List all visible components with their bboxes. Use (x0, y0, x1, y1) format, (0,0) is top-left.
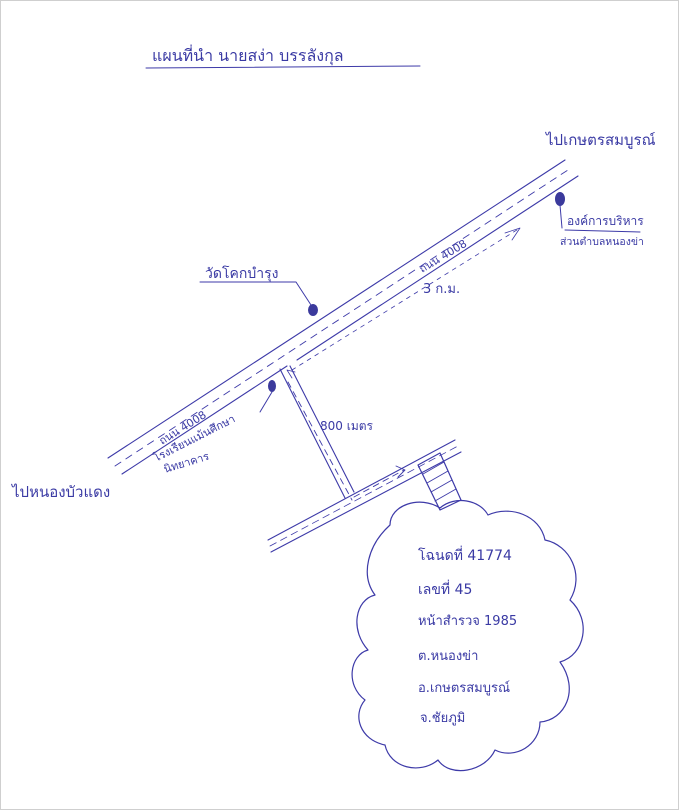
deed-info: โฉนดที่ 41774 เลขที่ 45 หน้าสำรวจ 1985 ต… (418, 546, 517, 726)
title-underline (145, 65, 421, 69)
label-road-4008-upper: ถนน 4008 (417, 237, 469, 276)
school-marker (268, 380, 276, 392)
temple-leader-line (199, 281, 312, 306)
deed-subdistrict: ต.หนองข่า (418, 649, 478, 664)
map-title: แผนที่นำ นายสง่า บรรลังกุล (152, 44, 344, 66)
tao-office-marker (555, 192, 565, 206)
deed-survey-page: หน้าสำรวจ 1985 (418, 614, 517, 629)
deed-number: โฉนดที่ 41774 (418, 546, 512, 564)
main-road-4008 (107, 159, 579, 475)
label-temple: วัดโคกบำรุง (205, 265, 278, 282)
branch-road (279, 365, 406, 501)
label-distance-3km: 3 ก.ม. (423, 282, 460, 297)
tao-underline (564, 229, 641, 233)
deed-province: จ.ชัยภูมิ (420, 711, 465, 726)
temple-marker (308, 304, 318, 316)
deed-lot-number: เลขที่ 45 (418, 580, 472, 598)
label-tao-office-line1: องค์การบริหาร (567, 214, 644, 228)
tao-leader-line (559, 204, 563, 229)
lower-road (267, 439, 462, 553)
deed-cloud (351, 499, 584, 772)
deed-district: อ.เกษตรสมบูรณ์ (418, 680, 510, 696)
label-to-nong-bua-daeng: ไปหนองบัวแดง (11, 483, 110, 501)
school-leader-line (259, 391, 273, 413)
label-distance-800m: 800 เมตร (320, 419, 374, 433)
label-to-kaset-sombun: ไปเกษตรสมบูรณ์ (545, 131, 656, 149)
label-tao-office-line2: ส่วนตำบลหนองข่า (560, 236, 644, 248)
